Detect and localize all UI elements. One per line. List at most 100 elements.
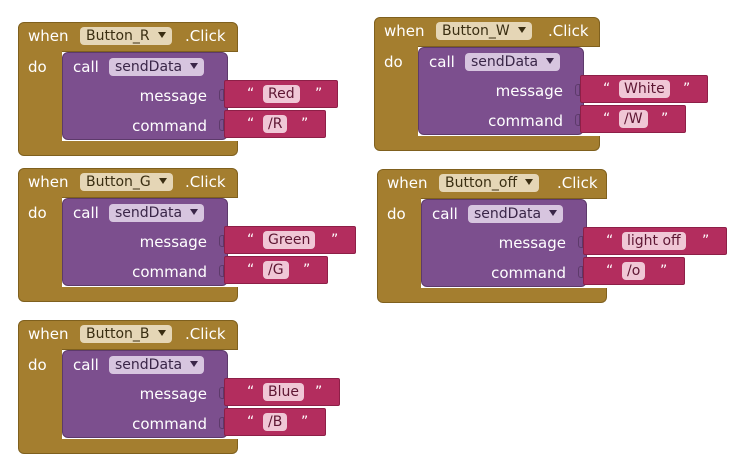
command-value[interactable]: /B [263,413,288,431]
call-procedure-block[interactable]: call sendData message command [421,199,587,287]
when-label: when [387,174,428,192]
close-quote: ” [331,232,339,248]
close-quote: ” [315,86,323,102]
event-block-button-off[interactable]: when Button_off .Click do call sendData … [377,169,727,303]
do-label: do [28,204,47,222]
command-text-block[interactable]: “ /G ” [224,256,328,284]
component-name: Button_G [86,174,151,190]
procedure-name: sendData [115,357,183,373]
command-value[interactable]: /R [263,115,288,133]
event-footer [18,141,238,156]
component-name: Button_R [86,28,150,44]
command-text-block[interactable]: “ /W ” [580,105,686,133]
call-label: call [432,205,458,223]
message-text-block[interactable]: “ Blue ” [224,378,340,406]
message-value[interactable]: Green [263,231,316,249]
message-socket [575,84,580,96]
event-block-button-w[interactable]: when Button_W .Click do call sendData me… [374,17,708,151]
open-quote: “ [247,232,255,248]
open-quote: “ [606,263,614,279]
command-socket [219,265,224,277]
command-text-block[interactable]: “ /o ” [583,257,685,285]
call-label: call [429,53,455,71]
message-socket [219,89,224,101]
command-value[interactable]: /o [622,262,646,280]
command-value[interactable]: /W [619,110,648,128]
procedure-dropdown[interactable]: sendData [465,53,561,71]
open-quote: “ [247,116,255,132]
command-param-label: command [488,112,563,130]
event-footer [374,136,600,151]
open-quote: “ [247,262,255,278]
procedure-name: sendData [115,59,183,75]
procedure-dropdown[interactable]: sendData [109,356,205,374]
close-quote: ” [702,233,710,249]
message-param-label: message [139,233,207,251]
message-text-block[interactable]: “ Red ” [224,80,338,108]
close-quote: ” [660,263,668,279]
chevron-down-icon [157,32,166,38]
event-do-bar [18,197,62,289]
call-procedure-block[interactable]: call sendData message command [62,350,228,438]
component-dropdown[interactable]: Button_G [80,173,173,191]
component-dropdown[interactable]: Button_R [80,27,172,45]
close-quote: ” [301,116,309,132]
command-value[interactable]: /G [263,261,289,279]
message-value[interactable]: Blue [263,383,304,401]
close-quote: ” [301,414,309,430]
when-label: when [28,325,69,343]
command-param-label: command [132,263,207,281]
close-quote: ” [683,81,691,97]
command-text-block[interactable]: “ /R ” [224,110,326,138]
component-name: Button_off [445,175,518,191]
event-footer [377,288,607,303]
chevron-down-icon [517,27,526,33]
component-name: Button_B [86,326,150,342]
command-text-block[interactable]: “ /B ” [224,408,326,436]
event-footer [18,439,238,454]
component-dropdown[interactable]: Button_B [80,325,172,343]
event-do-bar [374,46,418,138]
message-value[interactable]: Red [263,85,300,103]
message-text-block[interactable]: “ Green ” [224,226,356,254]
call-label: call [73,204,99,222]
call-procedure-block[interactable]: call sendData message command [418,47,584,135]
message-param-label: message [498,234,566,252]
command-socket [219,119,224,131]
do-label: do [28,356,47,374]
close-quote: ” [303,262,311,278]
procedure-name: sendData [474,206,542,222]
when-label: when [28,27,69,45]
procedure-name: sendData [471,54,539,70]
message-value[interactable]: White [619,80,670,98]
event-footer [18,287,238,302]
event-block-button-b[interactable]: when Button_B .Click do call sendData me… [18,320,340,454]
procedure-dropdown[interactable]: sendData [468,205,564,223]
do-label: do [28,58,47,76]
call-label: call [73,58,99,76]
message-socket [578,236,583,248]
event-do-bar [18,349,62,441]
call-procedure-block[interactable]: call sendData message command [62,52,228,140]
message-value[interactable]: light off [622,232,686,250]
click-event-label: .Click [557,174,598,192]
event-block-button-r[interactable]: when Button_R .Click do call sendData me… [18,22,338,156]
call-label: call [73,356,99,374]
procedure-dropdown[interactable]: sendData [109,204,205,222]
component-dropdown[interactable]: Button_W [436,22,532,40]
message-param-label: message [139,87,207,105]
command-param-label: command [491,264,566,282]
message-text-block[interactable]: “ White ” [580,75,708,103]
message-text-block[interactable]: “ light off ” [583,227,727,255]
event-block-button-g[interactable]: when Button_G .Click do call sendData me… [18,168,356,302]
close-quote: ” [661,111,669,127]
message-socket [219,387,224,399]
chevron-down-icon [549,210,558,216]
call-procedure-block[interactable]: call sendData message command [62,198,228,286]
click-event-label: .Click [548,22,589,40]
component-dropdown[interactable]: Button_off [439,174,540,192]
open-quote: “ [606,233,614,249]
procedure-dropdown[interactable]: sendData [109,58,205,76]
when-label: when [28,173,69,191]
command-param-label: command [132,415,207,433]
